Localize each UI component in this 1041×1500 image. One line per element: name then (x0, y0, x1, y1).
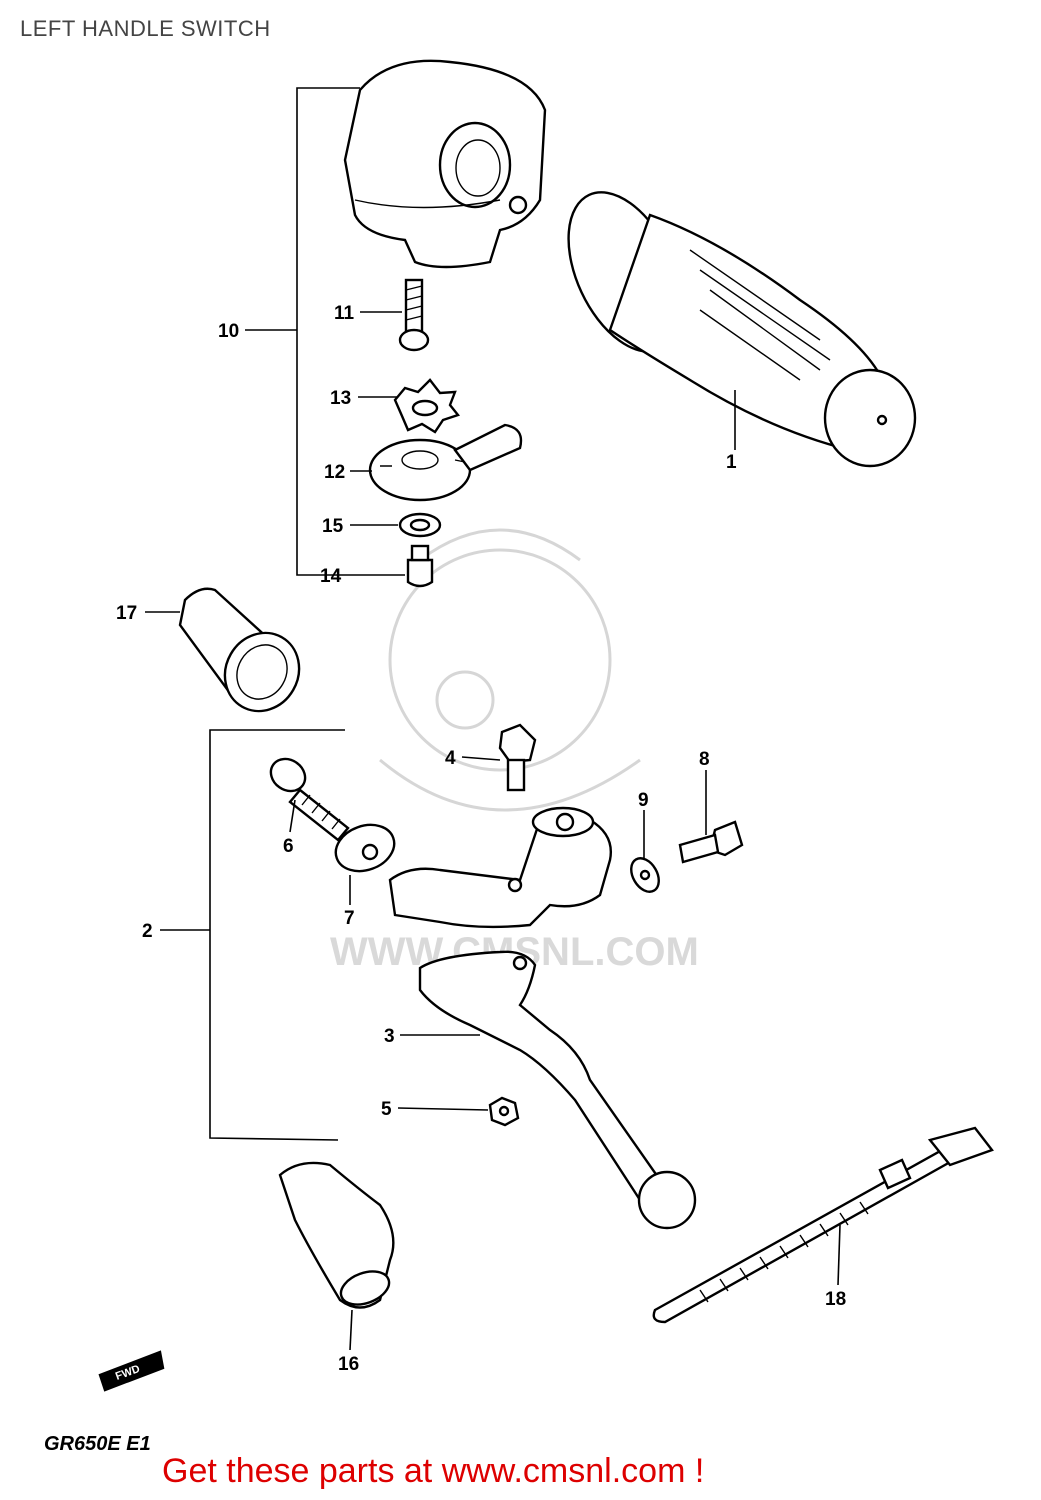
callout-6: 6 (283, 836, 294, 857)
model-code: GR650E E1 (44, 1433, 151, 1455)
footer-link-text[interactable]: Get these parts at www.cmsnl.com ! (162, 1452, 705, 1490)
callout-5: 5 (381, 1099, 392, 1120)
part-4-bolt[interactable] (498, 723, 537, 792)
callout-9: 9 (638, 790, 649, 811)
part-15-washer[interactable] (398, 512, 442, 538)
callout-16: 16 (338, 1354, 359, 1375)
callout-3: 3 (384, 1026, 395, 1047)
part-13-star-washer[interactable] (393, 378, 461, 434)
leader-lines (145, 87, 841, 1351)
part-6-adjuster-bolt[interactable] (265, 752, 350, 842)
callout-14: 14 (320, 566, 342, 587)
part-12-choke-plate[interactable] (368, 423, 523, 502)
callout-11: 11 (334, 303, 355, 324)
part-10-switch-housing[interactable] (343, 59, 547, 269)
part-16-cover[interactable] (278, 1161, 395, 1311)
fwd-arrow-icon: FWD (98, 1350, 165, 1392)
callout-10: 10 (218, 321, 239, 342)
callout-8: 8 (699, 749, 710, 770)
part-2-lever-bracket[interactable] (388, 806, 612, 929)
callout-7: 7 (344, 908, 355, 929)
part-11-screw[interactable] (398, 278, 430, 352)
part-7-adjuster-nut[interactable] (329, 817, 400, 879)
callout-17: 17 (116, 603, 137, 624)
callout-2: 2 (142, 921, 153, 942)
part-14-nut[interactable] (406, 544, 434, 588)
callout-18: 18 (825, 1289, 846, 1310)
part-8-bolt[interactable] (678, 820, 744, 864)
part-1-grip[interactable] (546, 175, 917, 468)
part-5-nut[interactable] (488, 1096, 520, 1127)
part-18-cable-tie[interactable] (652, 1126, 994, 1324)
callout-labels: 1 2 3 4 5 6 7 8 9 10 11 12 13 14 15 16 1… (116, 303, 846, 1375)
part-9-washer[interactable] (626, 853, 665, 896)
callout-12: 12 (324, 462, 345, 483)
page-title: LEFT HANDLE SWITCH (20, 16, 271, 41)
callout-15: 15 (322, 516, 344, 537)
callout-1: 1 (726, 452, 737, 473)
callout-4: 4 (445, 748, 456, 769)
part-3-lever[interactable] (418, 950, 697, 1230)
part-17-boot[interactable] (178, 587, 313, 725)
callout-13: 13 (330, 388, 351, 409)
